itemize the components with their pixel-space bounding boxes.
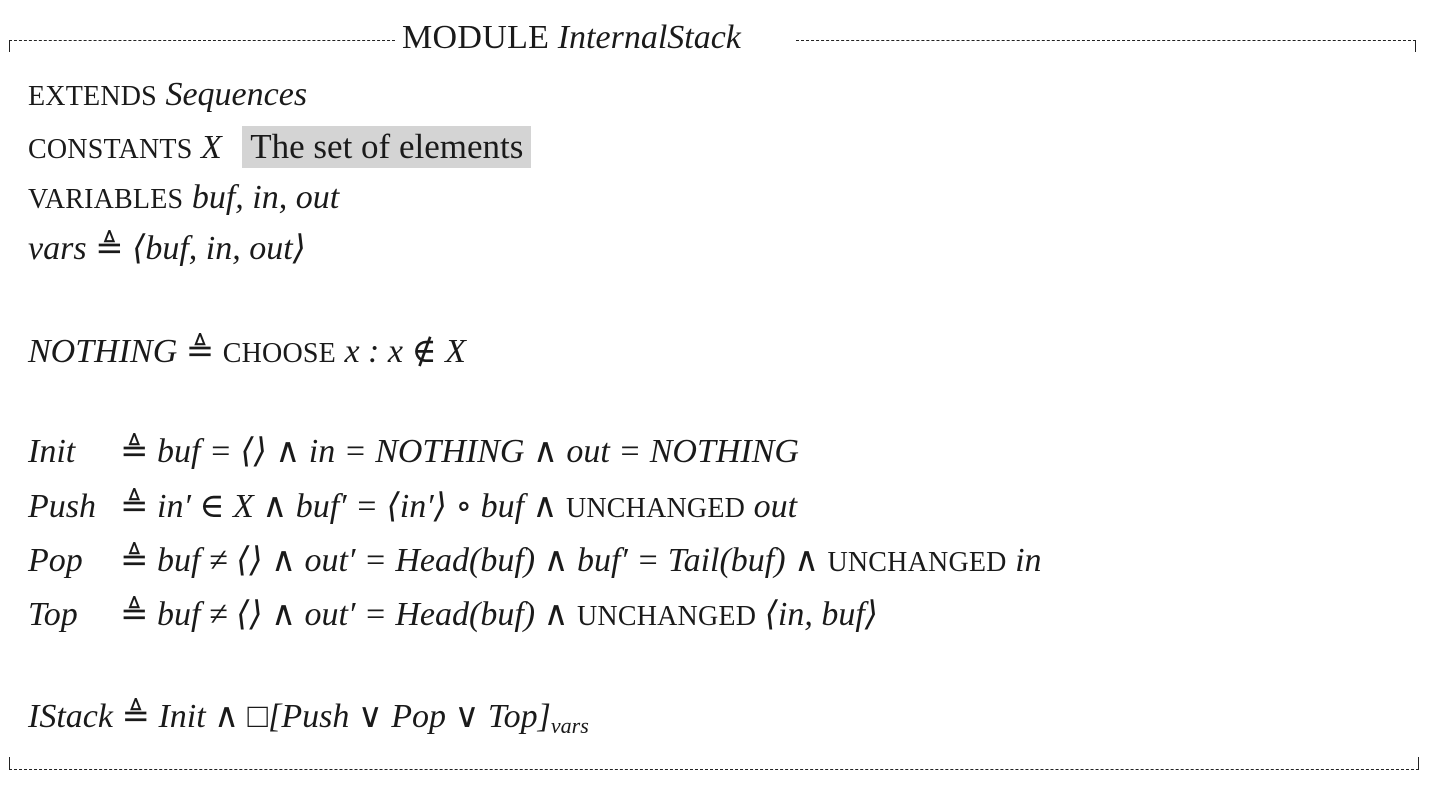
variables-value: buf, in, out [191, 179, 340, 216]
top-definition: Top ≜ buf ≠ ⟨⟩ ∧ out′ = Head(buf) ∧ UNCHA… [28, 595, 878, 637]
choose-keyword: CHOOSE [222, 338, 336, 369]
constants-comment: The set of elements [242, 126, 532, 168]
vars-definition: vars ≜ ⟨buf, in, out⟩ [28, 229, 306, 269]
nothing-name: NOTHING [28, 333, 178, 370]
module-top-left-corner [9, 40, 10, 52]
push-body: in′ ∈ X ∧ buf′ = ⟨in′⟩ ∘ buf ∧ [157, 488, 558, 525]
vars-body: ⟨buf, in, out⟩ [132, 230, 306, 267]
pop-definition: Pop ≜ buf ≠ ⟨⟩ ∧ out′ = Head(buf) ∧ buf′ … [28, 541, 1042, 583]
defeq-symbol: ≜ [120, 596, 149, 633]
top-body: buf ≠ ⟨⟩ ∧ out′ = Head(buf) ∧ [157, 596, 569, 633]
init-body: buf = ⟨⟩ ∧ in = NOTHING ∧ out = NOTHING [157, 433, 799, 470]
module-bottom-rule [9, 769, 1419, 770]
istack-name: IStack [28, 698, 113, 735]
defeq-symbol: ≜ [120, 542, 149, 579]
module-top-rule-left [9, 40, 395, 41]
constants-line: CONSTANTS X The set of elements [28, 126, 532, 170]
variables-line: VARIABLES buf, in, out [28, 178, 339, 220]
istack-body: Init ∧ □[Push ∨ Pop ∨ Top] [158, 698, 551, 735]
module-bottom-right-corner [1418, 757, 1419, 769]
extends-value: Sequences [165, 76, 308, 113]
unchanged-keyword: UNCHANGED [576, 601, 757, 632]
init-name: Init [28, 433, 76, 470]
vars-name: vars [28, 230, 87, 267]
top-name: Top [28, 596, 78, 633]
unchanged-keyword: UNCHANGED [827, 547, 1007, 578]
push-name: Push [28, 488, 96, 525]
variables-keyword: VARIABLES [28, 184, 184, 215]
defeq-symbol: ≜ [185, 333, 215, 370]
defeq-symbol: ≜ [121, 698, 150, 735]
pop-unchanged-target: in [1015, 542, 1042, 579]
pop-name: Pop [28, 542, 83, 579]
defeq-symbol: ≜ [120, 433, 149, 470]
top-unchanged-target: ⟨in, buf⟩ [764, 596, 879, 633]
push-unchanged-target: out [753, 488, 798, 525]
defeq-symbol: ≜ [120, 488, 149, 525]
module-top-rule-right [796, 40, 1416, 41]
pop-body: buf ≠ ⟨⟩ ∧ out′ = Head(buf) ∧ buf′ = Tai… [157, 542, 819, 579]
istack-definition: IStack ≜ Init ∧ □[Push ∨ Pop ∨ Top]vars [28, 697, 589, 746]
extends-line: EXTENDS Sequences [28, 75, 307, 117]
extends-keyword: EXTENDS [28, 81, 157, 112]
module-keyword: MODULE [402, 19, 550, 56]
defeq-symbol: ≜ [95, 230, 124, 267]
init-definition: Init ≜ buf = ⟨⟩ ∧ in = NOTHING ∧ out = NO… [28, 432, 799, 472]
module-name: InternalStack [557, 19, 741, 56]
nothing-body: x : x ∉ X [344, 333, 466, 370]
unchanged-keyword: UNCHANGED [565, 493, 746, 524]
nothing-definition: NOTHING ≜ CHOOSE x : x ∉ X [28, 332, 466, 374]
constants-keyword: CONSTANTS [28, 134, 193, 165]
module-top-right-corner [1415, 40, 1416, 52]
module-header: MODULE InternalStack [398, 18, 745, 58]
push-definition: Push ≜ in′ ∈ X ∧ buf′ = ⟨in′⟩ ∘ buf ∧ UNC… [28, 487, 797, 529]
module-bottom-left-corner [9, 757, 10, 769]
istack-subscript: vars [550, 713, 589, 738]
constants-value: X [200, 129, 222, 166]
